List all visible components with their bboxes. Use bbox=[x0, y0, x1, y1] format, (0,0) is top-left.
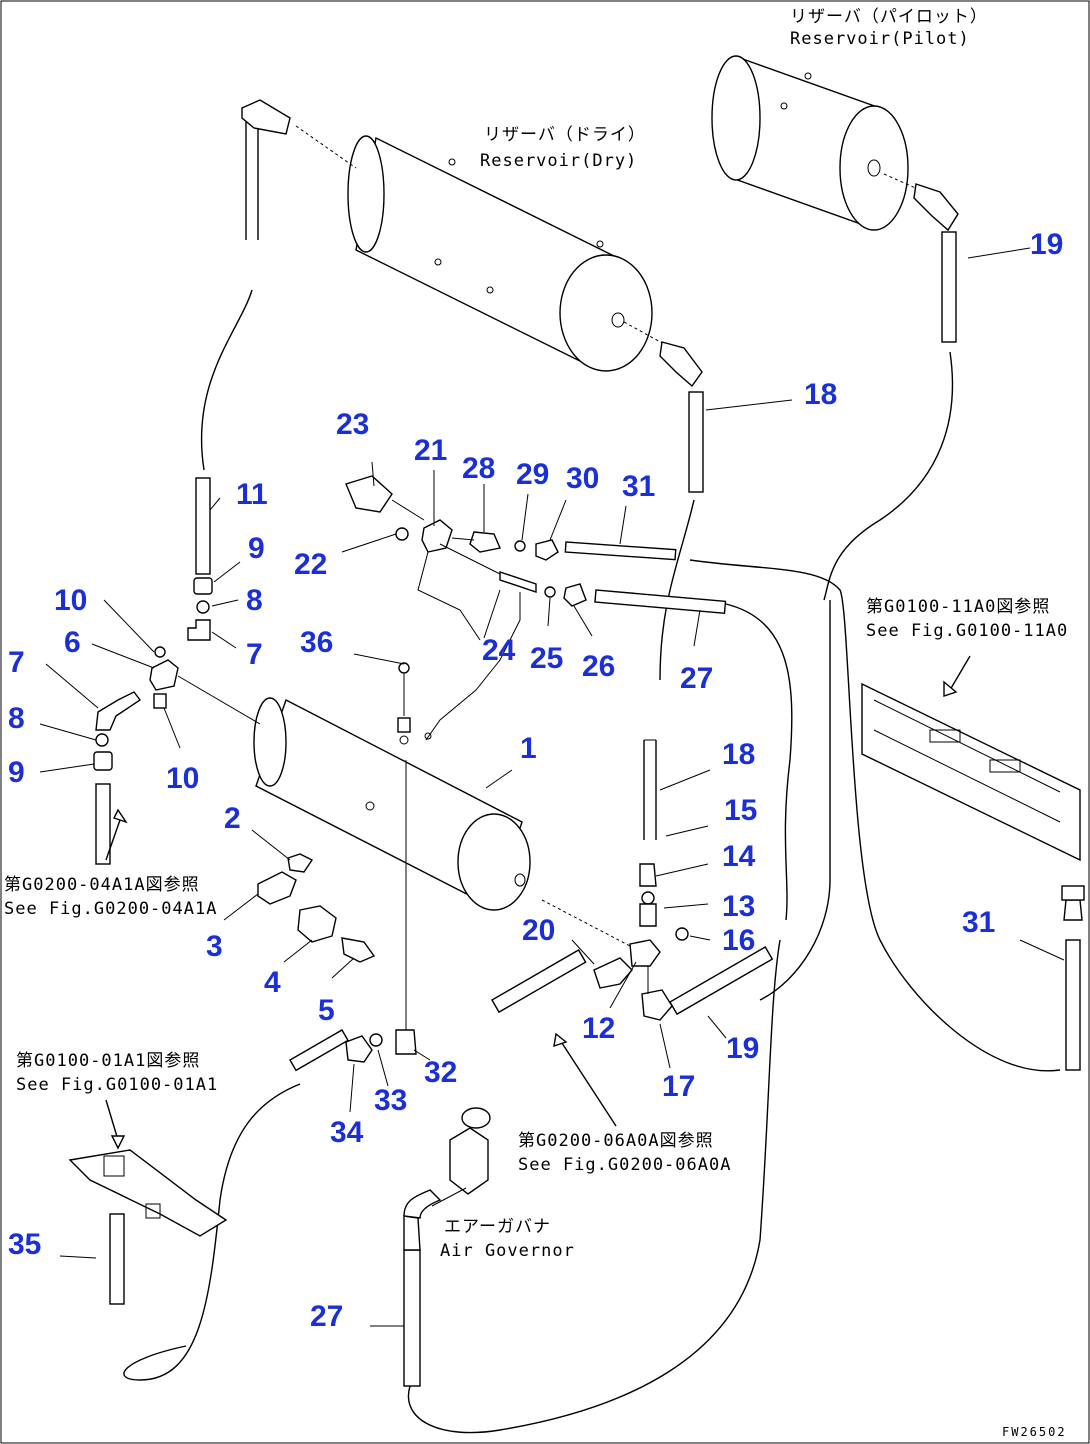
callout-2: 2 bbox=[224, 802, 241, 835]
callout-8-top: 8 bbox=[246, 584, 263, 617]
callout-21: 21 bbox=[414, 434, 447, 467]
hose-11 bbox=[195, 99, 357, 575]
callout-24: 24 bbox=[482, 634, 516, 667]
callout-29: 29 bbox=[516, 458, 549, 491]
callout-27-bottom: 27 bbox=[310, 1300, 343, 1333]
callout-17: 17 bbox=[662, 1070, 695, 1103]
callout-26: 26 bbox=[582, 650, 615, 683]
callout-28: 28 bbox=[462, 452, 495, 485]
hose-18 bbox=[623, 321, 704, 840]
callout-35: 35 bbox=[8, 1228, 41, 1261]
hose-35 bbox=[109, 1029, 349, 1381]
callout-1: 1 bbox=[520, 732, 537, 765]
frame-bracket-11a0 bbox=[861, 655, 1081, 862]
fittings bbox=[93, 475, 689, 1207]
callout-22: 22 bbox=[294, 548, 327, 581]
callout-10-top: 10 bbox=[54, 584, 87, 617]
callout-11: 11 bbox=[236, 478, 268, 511]
callout-36: 36 bbox=[300, 626, 333, 659]
note-ref-06a0a-jp: 第G0200-06A0A図参照 bbox=[518, 1131, 714, 1151]
note-ref-01a1-en: See Fig.G0100-01A1 bbox=[16, 1075, 218, 1095]
note-ref-11a0-en: See Fig.G0100-11A0 bbox=[866, 621, 1068, 641]
callout-19-lower: 19 bbox=[726, 1032, 759, 1065]
arrow-ref-06a0a bbox=[553, 1032, 568, 1048]
callout-20: 20 bbox=[522, 914, 555, 947]
note-dry-jp: リザーバ（ドライ） bbox=[484, 125, 646, 145]
reservoir-pilot bbox=[711, 55, 909, 231]
callout-31-right: 31 bbox=[962, 906, 995, 939]
hose-19-lower bbox=[669, 946, 774, 1016]
hose-27 bbox=[403, 589, 793, 1434]
callout-7-left: 7 bbox=[8, 646, 25, 679]
callout-18: 18 bbox=[804, 378, 837, 411]
note-ref-11a0-jp: 第G0100-11A0図参照 bbox=[866, 597, 1050, 617]
callout-30: 30 bbox=[566, 462, 599, 495]
callout-4: 4 bbox=[264, 966, 281, 999]
leader-ref-06a0a bbox=[559, 1039, 617, 1127]
callout-9-top: 9 bbox=[248, 532, 265, 565]
callout-leaders bbox=[39, 247, 1065, 1327]
callout-13: 13 bbox=[722, 890, 755, 923]
callout-7-right: 7 bbox=[246, 638, 263, 671]
callout-25: 25 bbox=[530, 642, 563, 675]
note-ref-04a1a-jp: 第G0200-04A1A図参照 bbox=[4, 875, 200, 895]
callout-18-lower: 18 bbox=[722, 738, 755, 771]
callout-8-left: 8 bbox=[8, 702, 25, 735]
callout-16: 16 bbox=[722, 924, 755, 957]
drawing-code: FW26502 bbox=[1002, 1425, 1067, 1439]
callout-19: 19 bbox=[1030, 228, 1063, 261]
pipe-air-compressor bbox=[491, 949, 587, 1014]
note-dry-en: Reservoir(Dry) bbox=[480, 151, 637, 171]
callout-12: 12 bbox=[582, 1012, 615, 1045]
note-governor-en: Air Governor bbox=[440, 1241, 575, 1261]
callout-3: 3 bbox=[206, 930, 223, 963]
note-ref-01a1-jp: 第G0100-01A1図参照 bbox=[16, 1051, 200, 1071]
reservoir-main bbox=[253, 697, 531, 911]
callout-32: 32 bbox=[424, 1056, 457, 1089]
callout-9-left: 9 bbox=[8, 756, 25, 789]
callout-10-bottom: 10 bbox=[166, 762, 199, 795]
hose-19-upper bbox=[823, 173, 959, 601]
note-pilot-jp: リザーバ（パイロット） bbox=[790, 7, 988, 27]
callout-27-top: 27 bbox=[680, 662, 713, 695]
frame-bracket-01a1 bbox=[68, 1099, 228, 1237]
callout-6: 6 bbox=[64, 626, 81, 659]
note-ref-06a0a-en: See Fig.G0200-06A0A bbox=[518, 1155, 731, 1175]
callout-31-top: 31 bbox=[622, 470, 655, 503]
callout-23: 23 bbox=[336, 408, 369, 441]
leader-ref-04a1a bbox=[105, 819, 121, 861]
callout-numbers: 19 18 23 21 28 29 30 31 11 9 22 10 8 6 3… bbox=[8, 228, 1063, 1333]
reservoir-dry bbox=[347, 135, 653, 372]
note-ref-04a1a-en: See Fig.G0200-04A1A bbox=[4, 899, 217, 919]
callout-33: 33 bbox=[374, 1084, 407, 1117]
note-pilot-en: Reservoir(Pilot) bbox=[790, 29, 970, 49]
callout-5: 5 bbox=[318, 994, 335, 1027]
callout-14: 14 bbox=[722, 840, 756, 873]
note-governor-jp: エアーガバナ bbox=[444, 1217, 551, 1237]
callout-34: 34 bbox=[330, 1116, 364, 1149]
reference-notes: リザーバ（パイロット） Reservoir(Pilot) リザーバ（ドライ） R… bbox=[4, 7, 1068, 1439]
callout-15: 15 bbox=[724, 794, 757, 827]
arrow-ref-04a1a bbox=[113, 808, 128, 824]
